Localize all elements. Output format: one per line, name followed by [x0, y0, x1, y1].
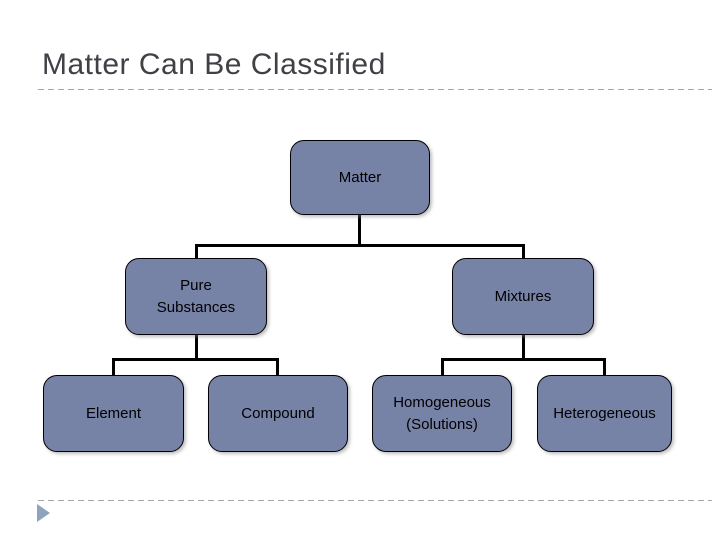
connector-element-stub — [112, 358, 115, 375]
connector-mixtures-children-horizontal — [441, 358, 606, 361]
node-heterogeneous-label: Heterogeneous — [553, 404, 656, 422]
node-homogeneous-solutions-label: Homogeneous (Solutions) — [393, 393, 491, 433]
connector-compound-stub — [276, 358, 279, 375]
node-matter-label: Matter — [338, 168, 382, 186]
node-mixtures-label: Mixtures — [494, 287, 552, 305]
connector-matter-down — [358, 215, 361, 247]
slide-title: Matter Can Be Classified — [42, 48, 386, 81]
title-divider — [38, 89, 712, 90]
node-pure-substances: Pure Substances — [125, 258, 267, 335]
footer-divider — [38, 500, 712, 501]
node-heterogeneous: Heterogeneous — [537, 375, 672, 452]
connector-heterogeneous-stub — [603, 358, 606, 375]
connector-mixtures-stub — [522, 244, 525, 258]
connector-pure-substances-down — [195, 335, 198, 361]
node-element-label: Element — [85, 404, 142, 422]
connector-homogeneous-stub — [441, 358, 444, 375]
node-compound-label: Compound — [241, 404, 315, 422]
node-element: Element — [43, 375, 184, 452]
node-mixtures: Mixtures — [452, 258, 594, 335]
node-matter: Matter — [290, 140, 430, 215]
node-compound: Compound — [208, 375, 348, 452]
connector-mixtures-down — [522, 335, 525, 361]
footer-arrow-icon — [37, 504, 50, 522]
connector-level2-horizontal — [195, 244, 525, 247]
connector-pure-substances-stub — [195, 244, 198, 258]
node-homogeneous-solutions: Homogeneous (Solutions) — [372, 375, 512, 452]
node-pure-substances-label: Pure Substances — [156, 276, 236, 316]
connector-pure-children-horizontal — [112, 358, 279, 361]
